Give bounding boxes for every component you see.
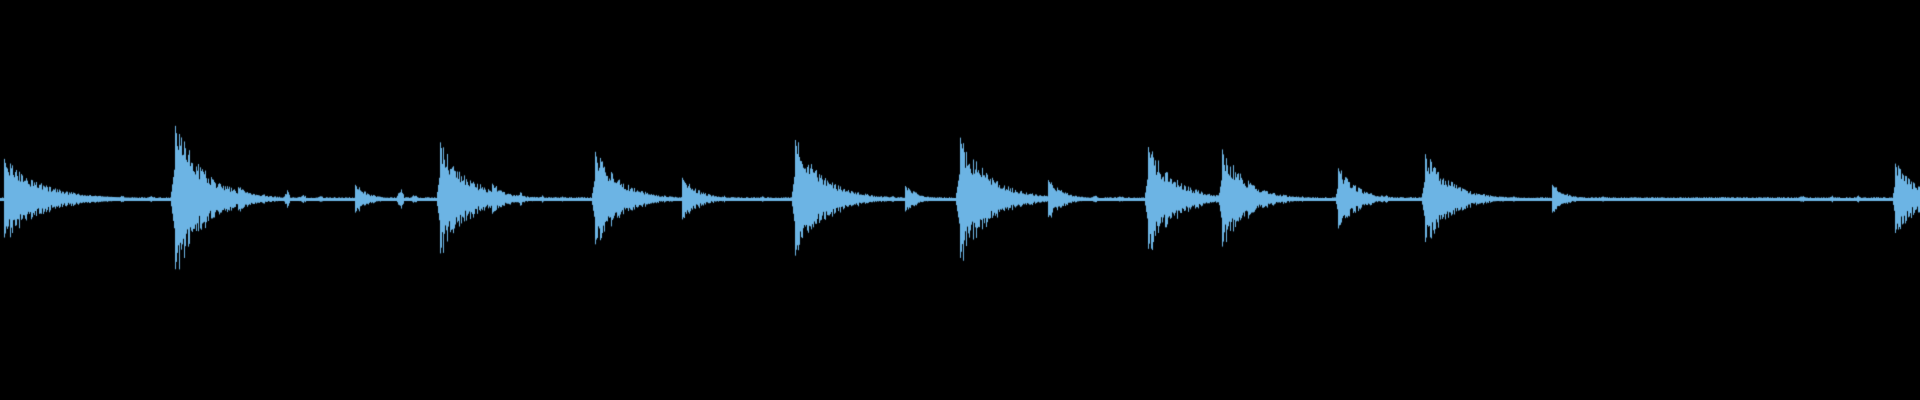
waveform-viewer[interactable] (0, 0, 1920, 400)
audio-waveform-canvas[interactable] (0, 0, 1920, 400)
